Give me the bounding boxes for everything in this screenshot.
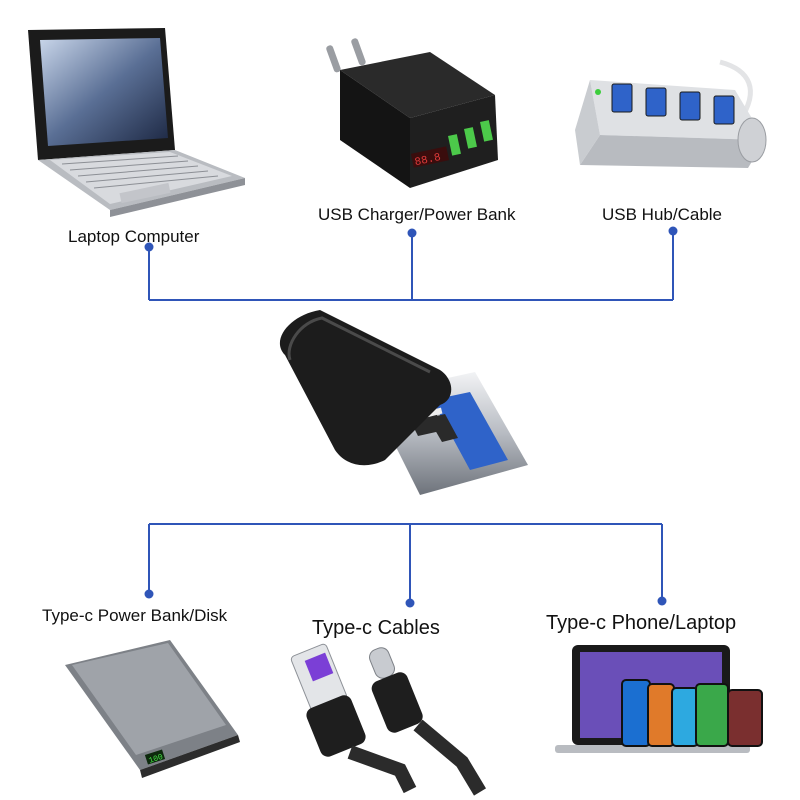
- connector-dot-charger: [407, 228, 417, 238]
- label-usb-hub: USB Hub/Cable: [602, 205, 723, 224]
- label-typec-powerbank: Type-c Power Bank/Disk: [42, 606, 228, 625]
- connector-dot-powerbank: [144, 589, 154, 599]
- svg-text:88.8: 88.8: [414, 152, 442, 169]
- connector-dot-cables: [405, 598, 415, 608]
- label-laptop-computer: Laptop Computer: [68, 227, 200, 246]
- svg-text:100: 100: [148, 753, 165, 766]
- connector-dot-hub: [668, 226, 678, 236]
- label-typec-phone-laptop: Type-c Phone/Laptop: [546, 612, 737, 634]
- connector-dot-laptop: [144, 242, 154, 252]
- label-typec-cables: Type-c Cables: [312, 617, 440, 639]
- label-usb-charger: USB Charger/Power Bank: [318, 205, 516, 224]
- connector-dot-phone: [657, 596, 667, 606]
